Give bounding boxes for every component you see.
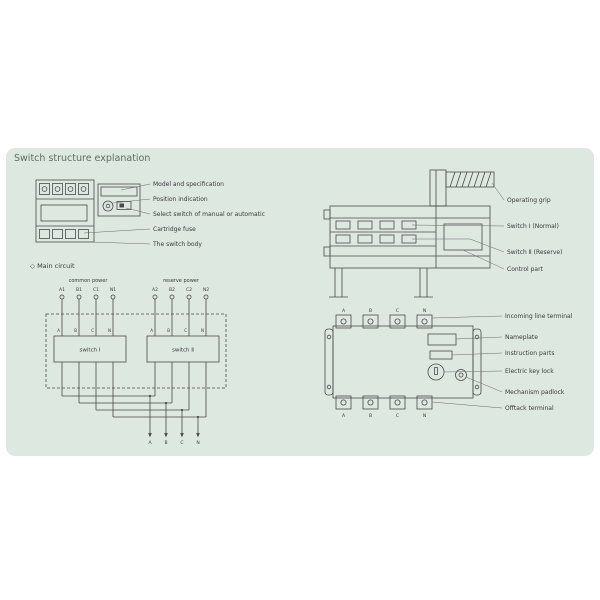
label-incoming-line-terminal: Incoming line terminal [505,313,573,320]
terminal-n1: N1 [110,287,116,293]
phase-letters: A B C N A B C N [57,328,204,333]
switch-panel-body [332,325,474,399]
reserve-power-label: reserve power [163,278,200,284]
bottom-terminal-c: C [396,413,399,419]
label-switch1-normal: Switch Ⅰ (Normal) [507,223,559,230]
terminal-a2: A2 [152,287,158,293]
terminal-c1: C1 [93,287,99,293]
output-n: N [196,440,199,446]
phase2-a: A [150,328,153,333]
label-control-part: Control part [507,266,544,273]
control-part-box [443,223,483,251]
output-arrow-b [164,433,168,438]
top-terminal-c: C [396,308,399,314]
terminal-a1: A1 [59,287,65,293]
phase2-n: N [201,328,204,333]
side-view-leader-lines [411,182,505,270]
bottom-terminal-n: N [423,413,426,419]
side-view-drawing [323,169,495,298]
label-electric-key-lock: Electric key lock [505,368,554,375]
switch1-label: switch Ⅰ [80,348,101,354]
panel-terminal-letters: A B C N A B C N [342,308,426,419]
front-view-leader-lines [83,183,151,245]
label-switch2-reserve: Switch Ⅱ (Reserve) [507,249,562,256]
output-a: A [148,440,152,446]
explanation-panel [6,148,594,456]
phase1-n: N [108,328,111,333]
electric-key-lock-circle [427,363,445,381]
switch-side-body [329,205,491,269]
output-arrow-a [148,433,152,438]
switch-left-body [35,179,95,243]
mechanism-padlock-circle [455,369,467,381]
phase1-a: A [57,328,60,333]
main-circuit-heading: ◇ Main circuit [30,262,75,270]
label-position-indication: Position indication [153,196,208,203]
instruction-parts-rect [429,350,453,360]
switch-control-unit [97,183,141,217]
top-terminal-n: N [423,308,426,314]
terminal-b1: B1 [76,287,82,293]
bottom-terminal-a: A [342,413,346,419]
label-cartridge-fuse: Cartridge fuse [153,226,196,233]
phase2-c: C [184,328,187,333]
terminal-n2: N2 [203,287,209,293]
phase1-c: C [91,328,94,333]
label-model-and-specification: Model and specification [153,181,224,188]
manual-auto-selector [116,201,132,210]
terminal-view-drawing [324,314,482,410]
terminal-c2: C2 [186,287,192,293]
phase2-b: B [167,328,170,333]
output-letters: A B C N [148,440,199,446]
main-circuit-dashed-boundary [45,313,227,389]
top-terminal-a: A [342,308,346,314]
common-power-label: common power [69,278,109,284]
output-arrow-n [196,433,200,438]
cartridge-fuse-block [39,229,50,239]
output-arrow-c [180,433,184,438]
model-plate [100,186,138,197]
label-instruction-parts: Instruction parts [505,350,554,357]
incoming-terminal-labels: A1 B1 C1 N1 A2 B2 C2 N2 [59,287,209,293]
grip-shaft [429,169,447,207]
output-c: C [180,440,183,446]
terminal-b2: B2 [169,287,175,293]
top-terminal-b: B [369,308,372,314]
label-nameplate: Nameplate [505,334,538,341]
position-indicator-knob [102,200,114,212]
label-offtack-terminal: Offtack terminal [505,405,554,412]
phase1-b: B [74,328,77,333]
label-mechanism-padlock: Mechanism padlock [505,389,565,396]
output-b: B [164,440,167,446]
label-the-switch-body: The switch body [152,241,202,248]
switch1-box [53,335,127,363]
main-circuit-drawing [45,294,227,433]
main-circuit-junctions-arrows [148,394,200,438]
label-select-switch-manual-automatic: Select switch of manual or automatic [153,211,265,218]
bottom-terminal-b: B [369,413,372,419]
switch2-label: switch Ⅱ [172,348,194,354]
label-operating-grip: Operating grip [507,197,551,204]
panel-title: Switch structure explanation [14,153,151,164]
terminal-view-leader-lines [431,315,503,409]
switch2-box [146,335,220,363]
nameplate-rect [427,333,457,346]
